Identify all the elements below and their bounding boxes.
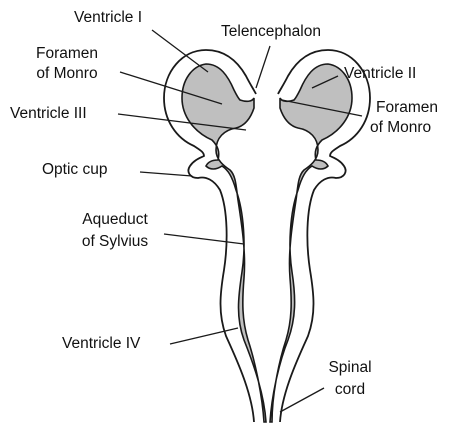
leader-aqueduct xyxy=(164,234,244,244)
label-spinal-cord-line2: cord xyxy=(310,380,390,400)
label-ventricle-iii: Ventricle III xyxy=(10,104,87,124)
label-optic-cup: Optic cup xyxy=(42,160,107,180)
label-aqueduct-of-sylvius-line1: Aqueduct xyxy=(60,210,170,230)
label-spinal-cord-line1: Spinal xyxy=(310,358,390,378)
label-telencephalon: Telencephalon xyxy=(196,22,346,42)
label-foramen-of-monro-right-line1: Foramen xyxy=(376,98,438,118)
label-foramen-of-monro-right-line2: of Monro xyxy=(370,118,431,138)
label-ventricle-ii: Ventricle II xyxy=(344,64,416,84)
label-foramen-of-monro-left-line1: Foramen xyxy=(12,44,122,64)
leader-telencephalon xyxy=(256,46,270,88)
label-ventricle-i: Ventricle I xyxy=(58,8,158,28)
label-ventricle-iv: Ventricle IV xyxy=(62,334,140,354)
label-aqueduct-of-sylvius-line2: of Sylvius xyxy=(60,232,170,252)
label-foramen-of-monro-left-line2: of Monro xyxy=(12,64,122,84)
leader-optic-cup xyxy=(140,172,192,176)
